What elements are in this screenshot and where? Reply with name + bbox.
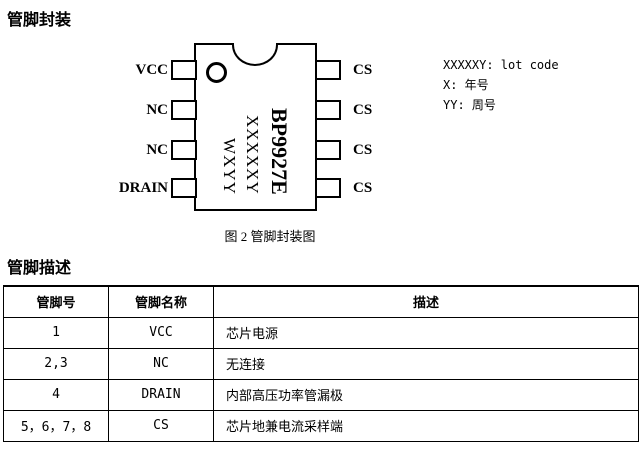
cell-pin-number: 5，6，7，8: [3, 409, 109, 442]
figure-caption: 图 2 管脚封装图: [224, 229, 316, 244]
cell-pin-number: 4: [3, 378, 109, 411]
pin-description-table: 管脚号 管脚名称 描述 1 VCC 芯片电源 2,3 NC 无连接 4 DRAI…: [3, 285, 639, 442]
pin-lead-5: [315, 178, 341, 198]
cell-pin-number: 2,3: [3, 347, 109, 380]
cell-description: 内部高压功率管漏极: [213, 378, 639, 411]
header-pin-number: 管脚号: [3, 285, 109, 318]
cell-description: 芯片地兼电流采样端: [213, 409, 639, 442]
legend-line-week: YY: 周号: [443, 98, 496, 112]
pin-lead-7: [315, 100, 341, 120]
pin-lead-3: [171, 140, 197, 160]
legend-line-lot-code: XXXXXY: lot code: [443, 58, 559, 72]
table-row: 2,3 NC 无连接: [3, 347, 639, 380]
chip-notch: [232, 43, 278, 66]
cell-pin-number: 1: [3, 316, 109, 349]
pin-label-cs-5: CS: [353, 180, 373, 196]
pin-lead-2: [171, 100, 197, 120]
pin-label-nc-2: NC: [146, 102, 168, 118]
table-header-row: 管脚号 管脚名称 描述: [3, 285, 639, 318]
section-title-pin-package: 管脚封装: [7, 12, 72, 29]
pin-label-nc-3: NC: [146, 142, 168, 158]
pin1-indicator-dot: [206, 62, 227, 83]
section-title-pin-description: 管脚描述: [7, 260, 72, 277]
cell-pin-name: CS: [108, 409, 214, 442]
pin-label-cs-6: CS: [353, 142, 373, 158]
cell-description: 芯片电源: [213, 316, 639, 349]
pin-label-cs-8: CS: [353, 62, 373, 78]
pin-lead-8: [315, 60, 341, 80]
marking-legend: XXXXXY: lot code X: 年号 YY: 周号: [443, 55, 559, 115]
chip-date-code-marking: WXYY: [220, 138, 239, 195]
table-row: 4 DRAIN 内部高压功率管漏极: [3, 378, 639, 411]
pin-lead-6: [315, 140, 341, 160]
header-description: 描述: [213, 285, 639, 318]
legend-line-year: X: 年号: [443, 78, 489, 92]
pin-label-cs-7: CS: [353, 102, 373, 118]
chip-package-outline: BP9927E XXXXXY WXYY: [194, 43, 317, 211]
table-row: 1 VCC 芯片电源: [3, 316, 639, 349]
cell-description: 无连接: [213, 347, 639, 380]
cell-pin-name: NC: [108, 347, 214, 380]
pin-label-vcc: VCC: [135, 62, 169, 78]
pin-lead-1: [171, 60, 197, 80]
cell-pin-name: VCC: [108, 316, 214, 349]
cell-pin-name: DRAIN: [108, 378, 214, 411]
pin-label-drain: DRAIN: [118, 180, 168, 196]
table-row: 5，6，7，8 CS 芯片地兼电流采样端: [3, 409, 639, 442]
header-pin-name: 管脚名称: [108, 285, 214, 318]
chip-lot-code-marking: XXXXXY: [243, 115, 262, 195]
pin-lead-4: [171, 178, 197, 198]
chip-part-number: BP9927E: [267, 108, 292, 195]
